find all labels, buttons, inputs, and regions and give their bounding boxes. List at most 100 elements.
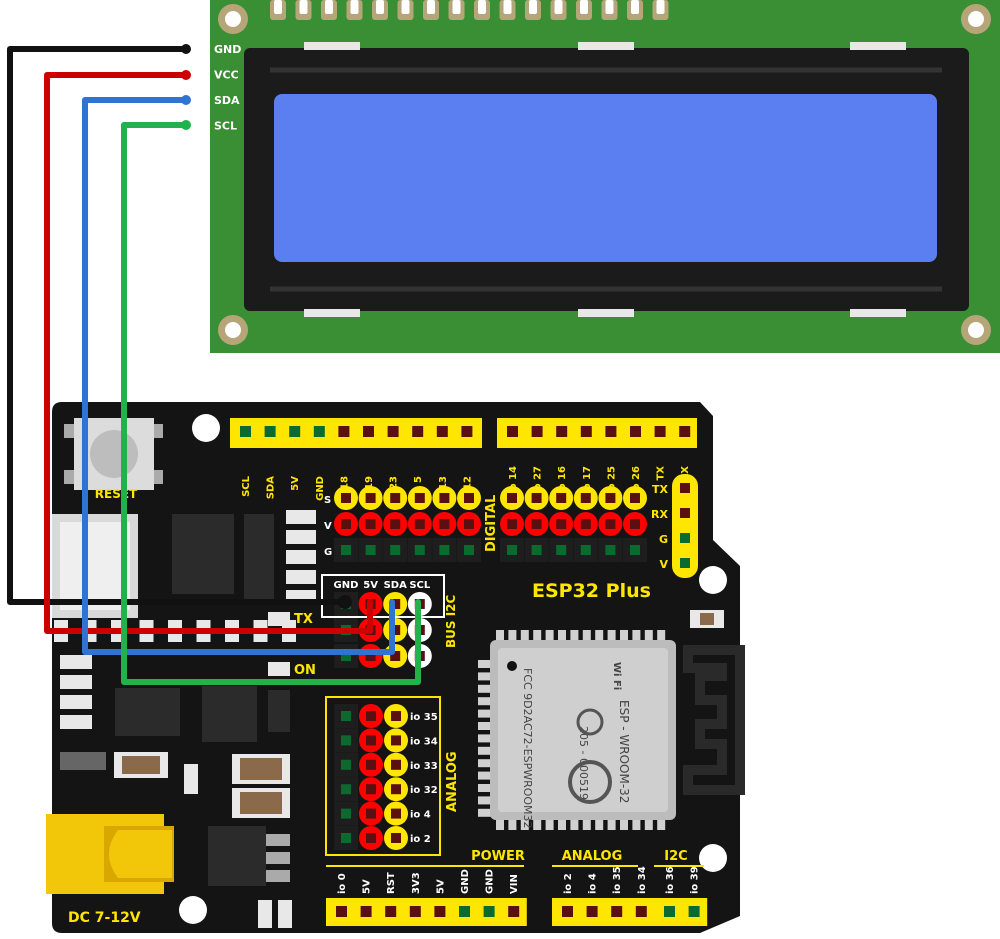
pin-hole	[391, 808, 401, 819]
module-pad	[582, 818, 591, 830]
module-pad	[508, 630, 517, 642]
module-castellations	[478, 630, 666, 830]
top-right-pin-label: io 14	[508, 466, 519, 494]
lcd-pin-label-sda: SDA	[214, 94, 240, 107]
pin-hole	[464, 519, 474, 529]
module-pad	[478, 722, 492, 730]
wire-sda	[82, 97, 395, 655]
lcd-header-hole	[299, 0, 308, 14]
module-pad	[478, 709, 492, 718]
pin-hole	[365, 651, 376, 661]
pin-hole	[390, 625, 401, 635]
pin-hole	[365, 493, 376, 503]
header-hole	[556, 426, 568, 437]
lcd-header-hole	[401, 0, 410, 14]
digital-svg-header: SVG	[324, 486, 647, 562]
lcd-header-hole	[529, 0, 537, 14]
pin-hole	[630, 545, 640, 555]
bottom-pin-label: io 4	[588, 873, 599, 894]
header-hole	[363, 426, 374, 437]
header-strip	[497, 418, 697, 448]
pin-hole	[680, 483, 690, 493]
module-pad	[478, 697, 492, 706]
header-hole	[483, 906, 495, 917]
pin-hole	[556, 519, 567, 529]
pin-hole	[580, 493, 591, 503]
bottom-pin-label: 3V3	[411, 872, 422, 894]
header-hole	[385, 906, 397, 917]
pin-hole	[341, 833, 351, 843]
header-hole	[459, 906, 470, 917]
bus-i2c-pin-label: 5V	[363, 580, 378, 591]
pin-hole	[391, 784, 401, 795]
module-pad	[478, 660, 492, 668]
pin-hole	[390, 599, 401, 609]
lcd-header-hole	[580, 0, 588, 14]
module-pad	[533, 818, 542, 830]
pin-hole	[341, 711, 351, 721]
top-left-pin-label: 5V	[290, 476, 301, 491]
header-hole	[580, 426, 592, 437]
pin-hole	[341, 545, 351, 555]
top-right-pin-label: io 16	[557, 466, 568, 494]
pin-hole	[341, 493, 351, 503]
tx-led	[268, 612, 290, 626]
module-pad	[632, 630, 641, 642]
bottom-group-title: I2C	[664, 849, 687, 864]
wire-gnd	[7, 46, 348, 605]
pin-hole	[439, 545, 450, 555]
pin-hole	[341, 651, 351, 661]
module-pad	[620, 630, 628, 642]
pin-hole	[680, 508, 690, 518]
module-pad	[545, 818, 554, 830]
header-hole	[586, 906, 598, 917]
pin-hole	[341, 519, 351, 529]
pin-hole	[366, 759, 376, 770]
esp-wroom-32-module: FCC 9D2AC72-ESPWROOM32 ESP - WROOM-32 20…	[478, 630, 745, 830]
bottom-pin-label: 5V	[435, 879, 446, 894]
module-pad	[508, 818, 517, 830]
pin-hole	[414, 545, 425, 555]
lcd-header-hole	[631, 0, 639, 14]
pin-hole	[391, 833, 401, 843]
header-hole	[336, 906, 347, 917]
module-pad	[478, 746, 492, 755]
bus-i2c-pin-label: SDA	[384, 580, 408, 591]
bottom-pin-label: 5V	[362, 879, 373, 894]
pin-hole	[391, 735, 401, 746]
pin-hole	[390, 651, 401, 661]
pin-hole	[366, 711, 376, 721]
lcd-pin-label-scl: SCL	[214, 120, 237, 133]
lcd-header-hole	[427, 0, 435, 14]
digital-label: DIGITAL	[484, 495, 499, 552]
module-pad	[496, 630, 504, 642]
uart-pin-label: TX	[652, 483, 669, 496]
dc-power-jack: DC 7-12V	[46, 814, 174, 926]
pin-hole	[341, 759, 351, 770]
module-pad	[607, 818, 616, 830]
pin-hole	[365, 519, 376, 529]
bus-i2c-label: BUS I2C	[444, 594, 458, 648]
module-pad	[533, 630, 542, 642]
module-wifi-text: Wi Fi	[611, 662, 622, 690]
lcd-header-hole	[478, 0, 486, 14]
module-pad	[558, 818, 566, 830]
pin-hole	[680, 558, 690, 568]
pin-hole	[556, 493, 567, 503]
top-right-pin-label: TX	[656, 466, 667, 481]
header-hole	[611, 906, 623, 917]
esp32-board: RESET	[46, 402, 745, 933]
module-pad	[520, 630, 529, 642]
module-pad	[478, 684, 492, 693]
lcd-header-hole	[656, 0, 665, 14]
module-fcc-text: FCC 9D2AC72-ESPWROOM32	[521, 668, 534, 829]
header-hole	[360, 906, 372, 917]
reset-label: RESET	[95, 487, 138, 501]
module-pad	[545, 630, 554, 642]
top-right-pin-label: io 26	[631, 466, 642, 494]
bus-i2c-frame	[321, 574, 445, 618]
header-hole	[461, 426, 473, 437]
analog-pin-label: io 32	[410, 785, 438, 796]
header-hole	[688, 906, 700, 917]
